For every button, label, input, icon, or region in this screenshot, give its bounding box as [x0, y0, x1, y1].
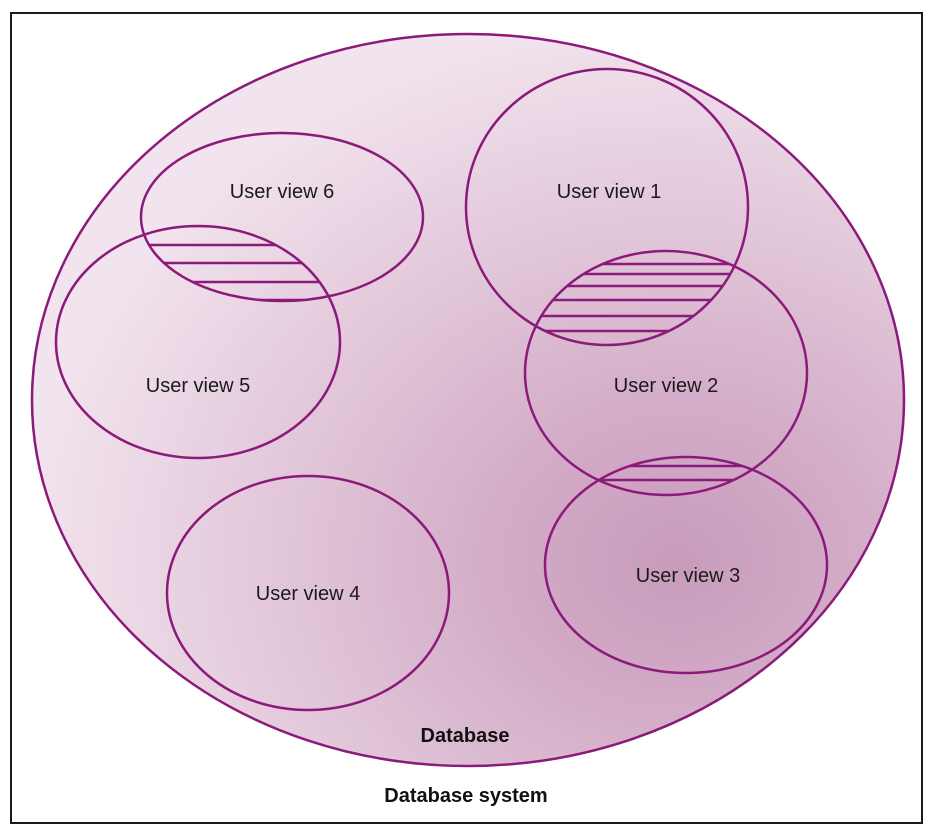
user-view-1-ellipse[interactable]: [464, 67, 750, 347]
user-view-1-label: User view 1: [557, 181, 661, 203]
user-view-5-ellipse[interactable]: [54, 224, 342, 460]
user-view-6-ellipse[interactable]: [139, 131, 425, 303]
database-system-title: Database system: [384, 785, 547, 807]
user-view-4-label: User view 4: [256, 583, 360, 605]
user-view-3-ellipse[interactable]: [543, 455, 829, 675]
user-view-4-ellipse[interactable]: [165, 474, 451, 712]
user-view-5-label: User view 5: [146, 375, 250, 397]
database-label: Database: [421, 725, 510, 747]
user-view-2-ellipse[interactable]: [523, 249, 809, 497]
user-view-6-label: User view 6: [230, 181, 334, 203]
user-view-3-label: User view 3: [636, 565, 740, 587]
user-view-2-label: User view 2: [614, 375, 718, 397]
database-ellipse: [30, 32, 906, 768]
